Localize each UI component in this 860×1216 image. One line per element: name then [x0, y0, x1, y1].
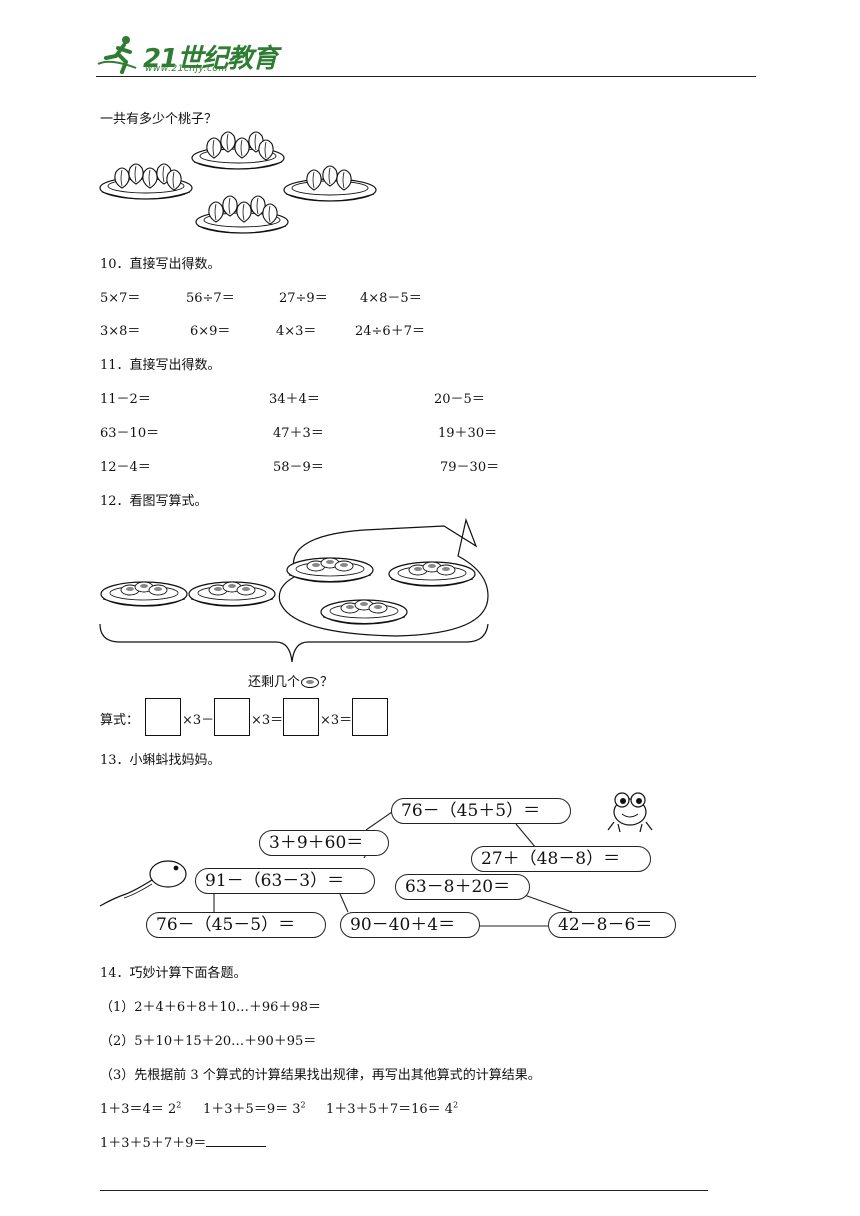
q11-r2-c1: 63－10＝ [100, 426, 160, 441]
header-divider [96, 76, 756, 77]
q13-pill-4: 91－（63－3）＝ [195, 868, 375, 894]
q12-answer-box-4[interactable] [352, 698, 388, 736]
q14-part-3: （3）先根据前 3 个算式的计算结果找出规律，再写出其他算式的计算结果。 [100, 1068, 541, 1083]
q10-r1-c2: 56÷7＝ [186, 291, 235, 306]
q10-r1-c3: 27÷9＝ [279, 291, 328, 306]
q12-answer-box-3[interactable] [283, 698, 319, 736]
q11-r1-c1: 11－2＝ [100, 392, 151, 407]
q10-r2-c4: 24÷6＋7＝ [355, 324, 425, 339]
q10-r2-c2: 6×9＝ [190, 324, 231, 339]
runner-logo-icon [97, 36, 137, 74]
q13-pill-3: 27＋（48－8）＝ [471, 846, 651, 872]
q14-eq-2: 1＋3＋5＝9＝ 32 [203, 1100, 306, 1117]
q12-op-2: ×3＝ [251, 713, 284, 728]
q11-r2-c2: 47＋3＝ [273, 426, 324, 441]
q11-title: 11．直接写出得数。 [100, 358, 221, 373]
q11-r3-c1: 12－4＝ [100, 460, 151, 475]
footer-divider [100, 1190, 708, 1191]
q11-r1-c2: 34＋4＝ [269, 392, 320, 407]
logo-url: www.21cnjy.com [145, 64, 228, 74]
q12-title: 12．看图写算式。 [100, 494, 208, 509]
logo-text: 21世纪教育 [143, 44, 278, 74]
q12-op-3: ×3＝ [320, 713, 353, 728]
q13-pill-7: 90－40＋4＝ [340, 912, 480, 938]
peach-plates-illustration [99, 131, 377, 234]
q10-title: 10．直接写出得数。 [100, 257, 221, 272]
q10-r1-c1: 5×7＝ [100, 291, 141, 306]
mooncake-icon [301, 677, 320, 688]
tadpole-path-lines [99, 792, 653, 927]
q12-answer-box-1[interactable] [145, 698, 181, 736]
tadpole-icon [99, 860, 187, 907]
q14-eq-1: 1＋3＝4＝ 22 [100, 1100, 182, 1117]
q14-answer-blank[interactable] [206, 1134, 267, 1147]
q14-title: 14．巧妙计算下面各题。 [100, 966, 247, 981]
q12-formula-label: 算式： [100, 713, 140, 728]
q11-r1-c3: 20－5＝ [434, 392, 485, 407]
q9-prompt: 一共有多少个桃子？ [100, 112, 218, 127]
q12-op-1: ×3－ [182, 713, 215, 728]
q11-r2-c3: 19＋30＝ [438, 426, 498, 441]
q10-r2-c3: 4×3＝ [276, 324, 317, 339]
q10-r1-c4: 4×8－5＝ [360, 291, 422, 306]
q12-caption: 还剩几个？ [248, 675, 334, 690]
q14-last-eq: 1＋3＋5＋7＋9＝ [100, 1132, 267, 1151]
q13-pill-8: 42－8－6＝ [548, 912, 676, 938]
q11-r3-c2: 58－9＝ [273, 460, 324, 475]
q13-title: 13．小蝌蚪找妈妈。 [100, 753, 221, 768]
frog-icon [607, 792, 653, 833]
q11-r3-c3: 79－30＝ [440, 460, 500, 475]
q13-pill-2: 3＋9＋60＝ [259, 830, 389, 856]
q14-part-2: （2）5＋10＋15＋20…＋90＋95＝ [100, 1034, 317, 1049]
q14-eq-3: 1＋3＋5＋7＝16＝ 42 [326, 1100, 459, 1117]
q13-pill-5: 63－8＋20＝ [395, 874, 530, 900]
q14-part-1: （1）2＋4＋6＋8＋10…＋96＋98＝ [100, 1000, 321, 1015]
q13-pill-1: 76－（45＋5）＝ [391, 798, 571, 824]
mooncake-plates-illustration [99, 517, 489, 663]
q10-r2-c1: 3×8＝ [100, 324, 141, 339]
q12-answer-box-2[interactable] [214, 698, 250, 736]
q13-pill-6: 76－（45－5）＝ [146, 912, 326, 938]
